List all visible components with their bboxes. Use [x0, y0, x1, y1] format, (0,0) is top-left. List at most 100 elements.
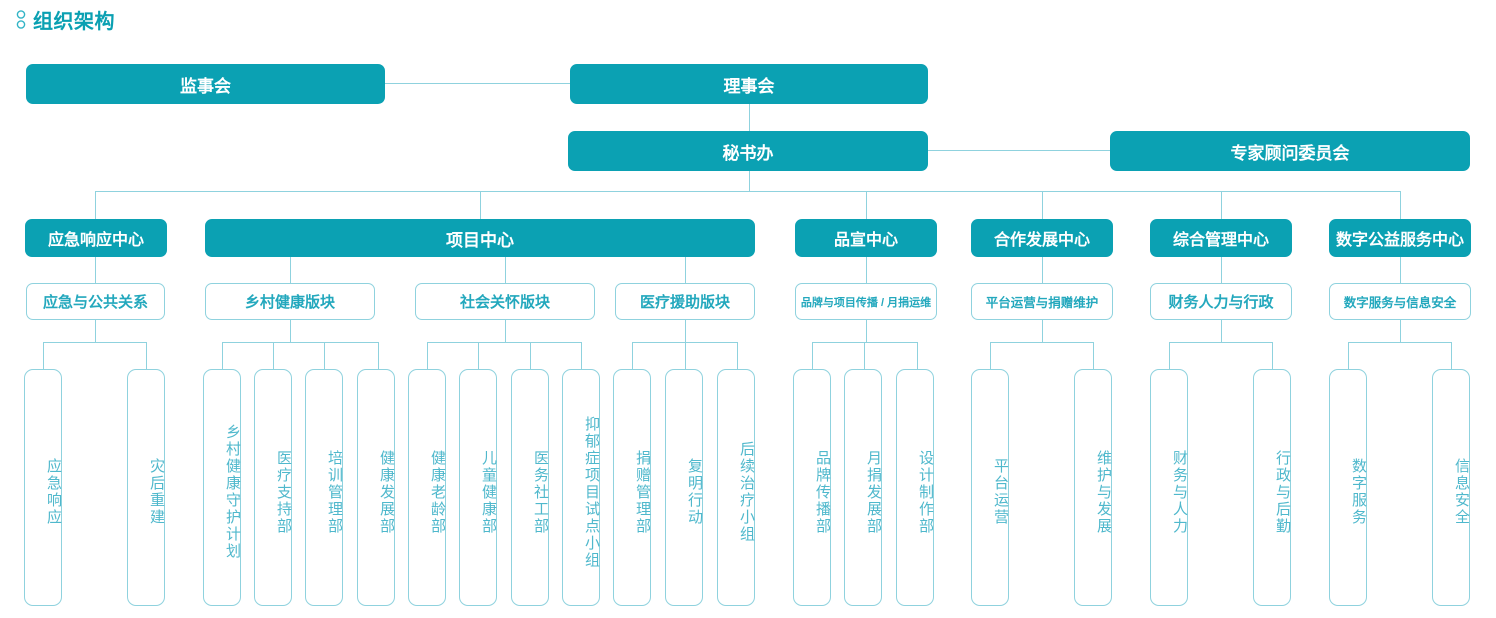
node-section-digital-service-security[interactable]: 数字服务与信息安全: [1329, 283, 1471, 320]
node-team-sight-restoration-action[interactable]: 复明行动: [665, 369, 703, 606]
node-label: 品牌传播部: [814, 449, 831, 535]
connector-emergency-drop-2: [146, 342, 147, 370]
node-section-medical-aid[interactable]: 医疗援助版块: [615, 283, 755, 320]
node-label: 理事会: [723, 76, 775, 96]
connector-emergency-section-bus: [43, 342, 147, 343]
node-secretariat[interactable]: 秘书办: [568, 131, 928, 171]
node-team-donation-management-dept[interactable]: 捐赠管理部: [613, 369, 651, 606]
node-label: 财务与人力: [1171, 449, 1188, 535]
node-label: 复明行动: [686, 458, 703, 526]
node-team-maintenance-development[interactable]: 维护与发展: [1074, 369, 1112, 606]
node-team-digital-services[interactable]: 数字服务: [1329, 369, 1367, 606]
node-team-emergency-response[interactable]: 应急响应: [24, 369, 62, 606]
node-label: 应急响应: [45, 458, 62, 526]
node-team-admin-and-logistics[interactable]: 行政与后勤: [1253, 369, 1291, 606]
node-label: 行政与后勤: [1274, 449, 1291, 535]
node-label: 儿童健康部: [480, 449, 497, 535]
connector-finance-section-bus: [1169, 342, 1273, 343]
node-section-brand-comm-monthly[interactable]: 品牌与项目传播 / 月捐运维: [795, 283, 937, 320]
node-expert-advisory-committee[interactable]: 专家顾问委员会: [1110, 131, 1470, 171]
connector-rural-drop-2: [273, 342, 274, 370]
connector-emergency-center-to-section: [95, 257, 96, 283]
connector-bus-to-brand-center: [866, 191, 867, 219]
node-supervisory-board[interactable]: 监事会: [26, 64, 385, 104]
node-label: 医疗支持部: [275, 449, 292, 535]
connector-centers-bus: [95, 191, 1400, 192]
node-team-child-health-dept[interactable]: 儿童健康部: [459, 369, 497, 606]
node-label: 乡村健康守护计划: [224, 424, 241, 560]
node-center-general-admin[interactable]: 综合管理中心: [1150, 219, 1292, 257]
connector-rural-section-bus: [222, 342, 379, 343]
node-label: 维护与发展: [1095, 449, 1112, 535]
connector-bus-to-emergency-center: [95, 191, 96, 219]
connector-partnership-center-to-section: [1042, 257, 1043, 283]
node-team-rural-health-guardian-plan[interactable]: 乡村健康守护计划: [203, 369, 241, 606]
node-center-emergency[interactable]: 应急响应中心: [25, 219, 167, 257]
connector-brand-drop-3: [917, 342, 918, 370]
node-label: 数字服务与信息安全: [1343, 296, 1457, 310]
node-section-platform-ops-donation[interactable]: 平台运营与捐赠维护: [971, 283, 1113, 320]
node-team-healthy-aging-dept[interactable]: 健康老龄部: [408, 369, 446, 606]
connector-medical-drop-1: [632, 342, 633, 370]
node-label: 品宣中心: [833, 232, 898, 249]
node-team-design-production-dept[interactable]: 设计制作部: [896, 369, 934, 606]
connector-project-center-to-social: [505, 257, 506, 283]
connector-emergency-drop-1: [43, 342, 44, 370]
connector-brand-section-bus: [812, 342, 918, 343]
node-label: 数字服务: [1350, 458, 1367, 526]
node-label: 灾后重建: [148, 458, 165, 526]
node-label: 捐赠管理部: [634, 449, 651, 535]
node-label: 抑郁症项目试点小组: [583, 415, 600, 569]
connector-medical-drop-2: [685, 342, 686, 370]
node-label: 乡村健康版块: [244, 294, 335, 311]
connector-supervisory-to-board: [385, 83, 570, 84]
connector-secretariat-to-advisory: [928, 150, 1110, 151]
connector-bus-to-project-center: [480, 191, 481, 219]
node-team-training-management-dept[interactable]: 培训管理部: [305, 369, 343, 606]
node-team-health-development-dept[interactable]: 健康发展部: [357, 369, 395, 606]
node-team-finance-and-hr[interactable]: 财务与人力: [1150, 369, 1188, 606]
node-team-followup-treatment-group[interactable]: 后续治疗小组: [717, 369, 755, 606]
connector-social-drop-3: [530, 342, 531, 370]
node-team-brand-communication-dept[interactable]: 品牌传播部: [793, 369, 831, 606]
node-team-information-security[interactable]: 信息安全: [1432, 369, 1470, 606]
connector-bus-to-digital-center: [1400, 191, 1401, 219]
node-team-post-disaster-reconstruction[interactable]: 灾后重建: [127, 369, 165, 606]
node-label: 信息安全: [1453, 458, 1470, 526]
node-board-of-directors[interactable]: 理事会: [570, 64, 928, 104]
connector-general-admin-center-to-section: [1221, 257, 1222, 283]
connector-brand-center-to-section: [866, 257, 867, 283]
node-label: 后续治疗小组: [738, 441, 755, 543]
node-label: 应急与公共关系: [42, 294, 148, 311]
node-label: 医疗援助版块: [639, 294, 730, 311]
node-center-digital[interactable]: 数字公益服务中心: [1329, 219, 1471, 257]
node-label: 合作发展中心: [993, 232, 1090, 249]
connector-rural-section-stem: [290, 320, 291, 342]
node-section-social-care[interactable]: 社会关怀版块: [415, 283, 595, 320]
node-label: 社会关怀版块: [459, 294, 550, 311]
connector-rural-drop-3: [324, 342, 325, 370]
connector-platform-drop-2: [1093, 342, 1094, 370]
connector-platform-section-bus: [990, 342, 1094, 343]
node-label: 医务社工部: [532, 449, 549, 535]
node-team-medical-support-dept[interactable]: 医疗支持部: [254, 369, 292, 606]
node-team-depression-pilot-group[interactable]: 抑郁症项目试点小组: [562, 369, 600, 606]
connector-rural-drop-1: [222, 342, 223, 370]
node-team-monthly-donation-dev-dept[interactable]: 月捐发展部: [844, 369, 882, 606]
connector-platform-section-stem: [1042, 320, 1043, 342]
node-section-rural-health[interactable]: 乡村健康版块: [205, 283, 375, 320]
node-section-finance-hr-admin[interactable]: 财务人力与行政: [1150, 283, 1292, 320]
connector-social-drop-1: [427, 342, 428, 370]
node-section-emergency-public-relations[interactable]: 应急与公共关系: [26, 283, 165, 320]
node-center-project[interactable]: 项目中心: [205, 219, 755, 257]
node-label: 健康发展部: [378, 449, 395, 535]
connector-emergency-section-stem: [95, 320, 96, 342]
connector-social-section-stem: [505, 320, 506, 342]
node-team-platform-operations[interactable]: 平台运营: [971, 369, 1009, 606]
node-center-brand[interactable]: 品宣中心: [795, 219, 937, 257]
connector-finance-drop-2: [1272, 342, 1273, 370]
node-team-medical-social-work-dept[interactable]: 医务社工部: [511, 369, 549, 606]
node-center-partnership[interactable]: 合作发展中心: [971, 219, 1113, 257]
connector-digital-center-to-section: [1400, 257, 1401, 283]
node-label: 综合管理中心: [1172, 232, 1269, 249]
